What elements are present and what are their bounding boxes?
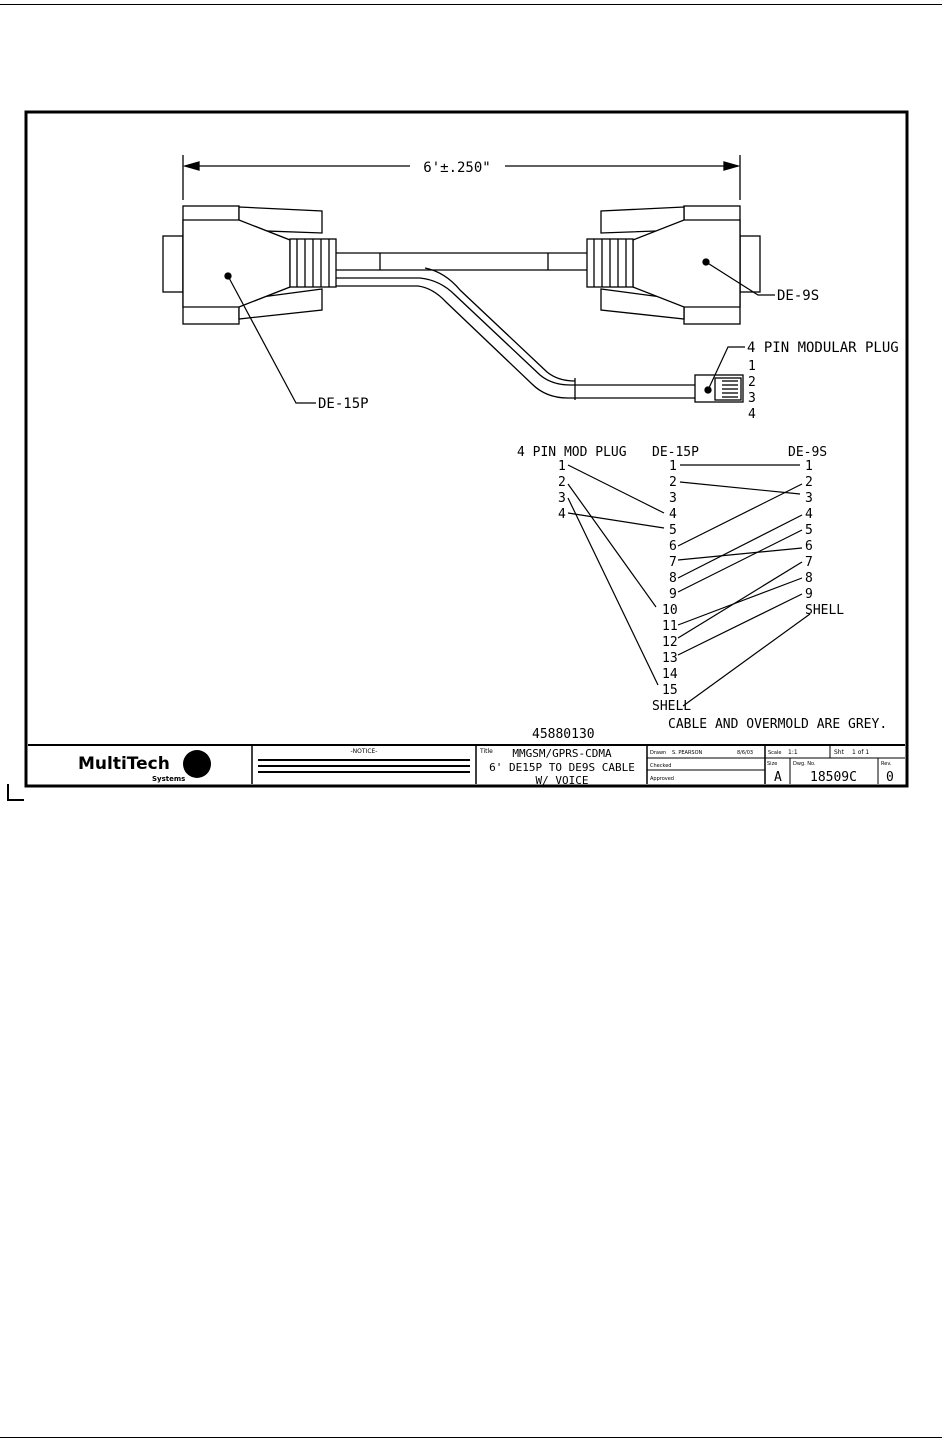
mod-pin: 2 — [558, 475, 566, 490]
size-label: Size — [767, 761, 777, 767]
company-sub: Systems — [152, 775, 185, 783]
pinout-header-de15p: DE-15P — [652, 445, 699, 460]
de9-pin: 7 — [805, 555, 813, 570]
de9-pin-column: 1 2 3 4 5 6 7 8 9 SHELL — [805, 459, 844, 618]
de9s-connector — [586, 205, 761, 325]
mod-pin-column: 1 2 3 4 — [558, 459, 566, 522]
de15-pin: 5 — [669, 523, 677, 538]
approved-label: Approved — [650, 776, 674, 782]
drawn-value: S. PEARSON — [672, 750, 703, 756]
main-cable — [336, 252, 587, 271]
de15-pin: 11 — [662, 619, 678, 634]
de15-pin: 7 — [669, 555, 677, 570]
notice-title: -NOTICE- — [351, 748, 378, 755]
plug-pin: 2 — [748, 375, 756, 390]
crop-mark — [7, 784, 24, 801]
plug-pin: 4 — [748, 407, 756, 422]
de9-pin: SHELL — [805, 603, 844, 618]
dwg-value: 18509C — [810, 770, 857, 785]
de15-pin: 3 — [669, 491, 677, 506]
drawn-date: 8/6/03 — [737, 750, 753, 756]
drawing-frame — [24, 110, 909, 788]
rev-label: Rev. — [881, 761, 892, 767]
scale-value: 1:1 — [788, 749, 798, 756]
sheet-info: Scale 1:1 Sht 1 of 1 Size A Dwg. No. 185… — [767, 749, 894, 785]
title-block — [28, 744, 905, 784]
modular-plug-label: 4 PIN MODULAR PLUG — [747, 340, 899, 356]
company-name: MultiTech — [78, 754, 170, 774]
de15-pin: 6 — [669, 539, 677, 554]
de9s-label: DE-9S — [777, 288, 819, 304]
mod-pin: 3 — [558, 491, 566, 506]
notice-block: -NOTICE- — [258, 748, 470, 773]
mod-pin: 1 — [558, 459, 566, 474]
de15-pin: 14 — [662, 667, 678, 682]
cable-note: CABLE AND OVERMOLD ARE GREY. — [668, 717, 887, 732]
de9-pin: 4 — [805, 507, 813, 522]
checked-label: Checked — [650, 763, 671, 769]
de15-pin: 15 — [662, 683, 678, 698]
title-area: Title MMGSM/GPRS-CDMA 6' DE15P TO DE9S C… — [479, 747, 635, 787]
de15-pin: 9 — [669, 587, 677, 602]
pinout-header-mod: 4 PIN MOD PLUG — [517, 445, 627, 460]
de15-pin: 12 — [662, 635, 678, 650]
page-top-rule — [0, 4, 942, 5]
leader-lines — [227, 261, 775, 404]
plug-pin: 1 — [748, 359, 756, 374]
de9-pin: 9 — [805, 587, 813, 602]
de15-pin: SHELL — [652, 699, 691, 714]
title-label: Title — [479, 748, 493, 755]
pinout-header-de9s: DE-9S — [788, 445, 827, 460]
de15-pin: 13 — [662, 651, 678, 666]
de15-pin: 10 — [662, 603, 678, 618]
scale-label: Scale — [768, 750, 781, 756]
modular-plug — [694, 374, 744, 403]
de9-pin: 2 — [805, 475, 813, 490]
drawn-label: Drawn — [650, 750, 666, 756]
de15-pin: 4 — [669, 507, 677, 522]
part-number: 45880130 — [532, 727, 595, 742]
page-bottom-rule — [0, 1437, 942, 1438]
de15-pin-column: 1 2 3 4 5 6 7 8 9 10 11 12 13 14 15 SHEL… — [652, 459, 691, 714]
plug-pin: 3 — [748, 391, 756, 406]
size-value: A — [774, 770, 782, 785]
de15-pin: 2 — [669, 475, 677, 490]
dwg-label: Dwg. No. — [793, 761, 816, 767]
de9-pin: 3 — [805, 491, 813, 506]
dimension-line — [182, 155, 741, 200]
de15-pin: 1 — [669, 459, 677, 474]
mod-pin: 4 — [558, 507, 566, 522]
de9-pin: 5 — [805, 523, 813, 538]
wiring-lines — [567, 464, 811, 707]
dimension-label: 6'±.250" — [423, 160, 490, 176]
approval-block: Drawn S. PEARSON 8/6/03 Checked Approved — [650, 750, 753, 782]
de15p-label: DE-15P — [318, 396, 369, 412]
rev-value: 0 — [886, 770, 894, 785]
de15-pin: 8 — [669, 571, 677, 586]
de9-pin: 1 — [805, 459, 813, 474]
company-logo: MultiTech Systems — [78, 750, 211, 783]
title-line: MMGSM/GPRS-CDMA — [512, 747, 612, 760]
de9-pin: 6 — [805, 539, 813, 554]
sheet-label: Sht — [834, 749, 845, 756]
title-line: 6' DE15P TO DE9S CABLE — [489, 761, 635, 774]
de9-pin: 8 — [805, 571, 813, 586]
plug-pin-numbers: 1 2 3 4 — [748, 359, 756, 422]
title-line: W/ VOICE — [536, 774, 589, 787]
branch-cable — [336, 267, 695, 400]
de15p-connector — [162, 205, 337, 325]
sheet-value: 1 of 1 — [852, 749, 869, 756]
